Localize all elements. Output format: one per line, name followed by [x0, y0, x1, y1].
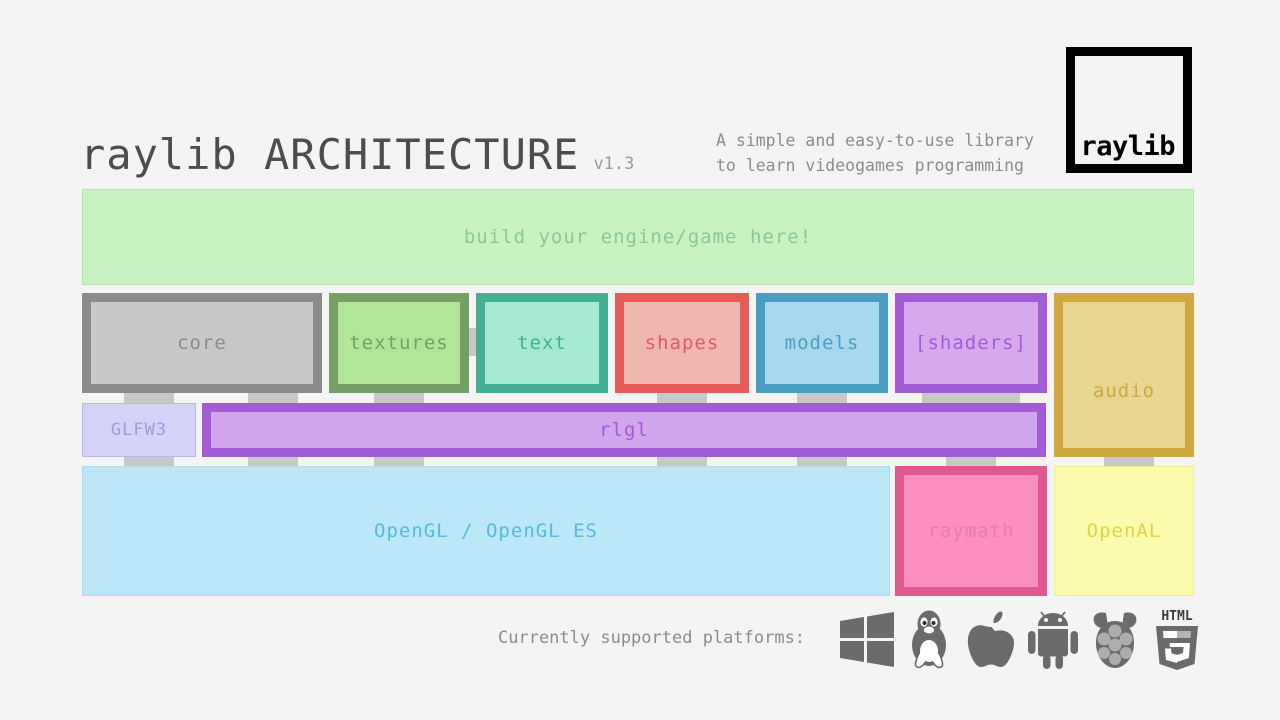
page-title-text: raylib ARCHITECTURE [80, 130, 580, 179]
module-box-textures[interactable]: textures [329, 293, 469, 393]
user-layer-box: build your engine/game here! [82, 189, 1194, 285]
platforms-label: Currently supported platforms: [498, 628, 806, 648]
module-box-text[interactable]: text [476, 293, 608, 393]
page-title: raylib ARCHITECTURE v1.3 [80, 130, 634, 179]
module-label-shaders: [shaders] [915, 332, 1027, 354]
connector-tab-rlgl-opengl-4 [797, 454, 847, 468]
version-label: v1.3 [593, 154, 635, 174]
connector-tab-rlgl-raymath [946, 454, 996, 468]
raspberry-pi-icon [1084, 605, 1146, 675]
apple-icon [960, 605, 1022, 675]
linux-tux-icon [898, 605, 960, 675]
connector-tab-glfw-opengl [124, 454, 174, 468]
module-label-openal: OpenAL [1086, 520, 1162, 542]
module-label-opengl: OpenGL / OpenGL ES [374, 520, 598, 542]
tagline: A simple and easy-to-use library to lear… [716, 128, 1060, 178]
module-label-rlgl: rlgl [599, 419, 649, 441]
connector-tab-core-glfw [124, 390, 174, 404]
module-label-raymath: raymath [927, 520, 1015, 542]
module-box-opengl[interactable]: OpenGL / OpenGL ES [82, 466, 890, 596]
platform-icon-list: HTML [836, 605, 1208, 675]
module-label-text: text [517, 332, 567, 354]
connector-tab-audio-openal [1104, 454, 1154, 468]
user-layer-label: build your engine/game here! [463, 226, 813, 248]
tagline-line-2: to learn videogames programming [716, 156, 1024, 175]
connector-tab-text-rlgl [657, 390, 707, 404]
connector-tab-rlgl-opengl-3 [657, 454, 707, 468]
connector-tab-models-rlgl [922, 390, 1020, 404]
android-icon [1022, 605, 1084, 675]
module-label-textures: textures [349, 332, 449, 354]
module-box-glfw3[interactable]: GLFW3 [82, 403, 196, 457]
module-box-shaders[interactable]: [shaders] [895, 293, 1047, 393]
connector-tab-core-rlgl [248, 390, 298, 404]
svg-text:HTML: HTML [1161, 609, 1192, 624]
module-label-models: models [784, 332, 860, 354]
connector-tab-rlgl-opengl-1 [248, 454, 298, 468]
windows-icon [836, 605, 898, 675]
connector-tab-shapes-rlgl [797, 390, 847, 404]
raylib-logo: raylib [1066, 47, 1192, 173]
module-box-raymath[interactable]: raymath [895, 466, 1047, 596]
module-box-core[interactable]: core [82, 293, 322, 393]
connector-tab-rlgl-opengl-2 [374, 454, 424, 468]
module-label-audio: audio [1092, 380, 1156, 402]
html5-icon: HTML [1146, 605, 1208, 675]
module-box-shapes[interactable]: shapes [615, 293, 749, 393]
module-box-rlgl[interactable]: rlgl [202, 403, 1046, 457]
module-label-shapes: shapes [644, 332, 720, 354]
module-box-openal[interactable]: OpenAL [1054, 466, 1194, 596]
tagline-line-1: A simple and easy-to-use library [716, 131, 1034, 150]
raylib-logo-text: raylib [1080, 131, 1175, 162]
connector-tab-textures-rlgl [374, 390, 424, 404]
module-label-glfw3: GLFW3 [110, 420, 168, 440]
module-box-models[interactable]: models [756, 293, 888, 393]
module-box-audio[interactable]: audio [1054, 293, 1194, 457]
module-label-core: core [177, 332, 227, 354]
